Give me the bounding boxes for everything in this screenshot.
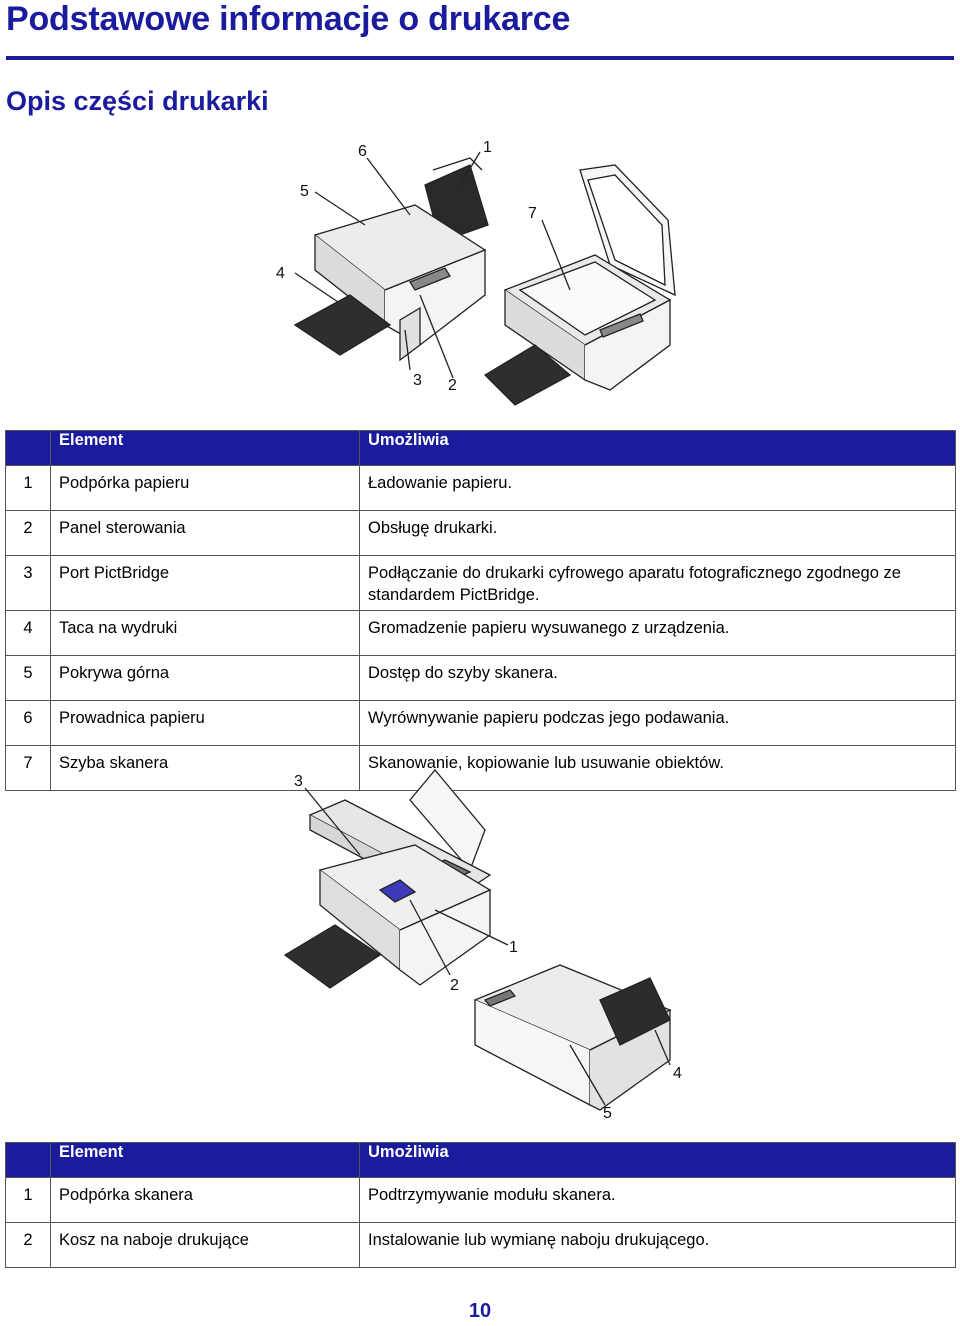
header-num xyxy=(5,430,51,466)
callout-4: 4 xyxy=(673,1065,682,1082)
printer-parts-illustration: 6 1 5 7 4 3 2 xyxy=(276,139,676,406)
callout-2: 2 xyxy=(448,377,457,394)
row-element: Szyba skanera xyxy=(50,745,360,791)
row-num: 1 xyxy=(5,465,51,511)
row-num: 1 xyxy=(5,1177,51,1223)
row-element: Prowadnica papieru xyxy=(50,700,360,746)
callout-5: 5 xyxy=(300,183,309,200)
table-row: 5 Pokrywa górna Dostęp do szyby skanera. xyxy=(5,655,956,701)
callout-4: 4 xyxy=(276,265,285,282)
table-row: 4 Taca na wydruki Gromadzenie papieru wy… xyxy=(5,610,956,656)
callout-3: 3 xyxy=(413,372,422,389)
row-element: Podpórka papieru xyxy=(50,465,360,511)
row-desc: Instalowanie lub wymianę naboju drukując… xyxy=(359,1222,956,1268)
callout-3: 3 xyxy=(294,773,303,790)
callout-1: 1 xyxy=(483,139,492,156)
section-title: Opis części drukarki xyxy=(6,86,269,116)
header-element: Element xyxy=(50,430,360,466)
row-element: Podpórka skanera xyxy=(50,1177,360,1223)
row-element: Panel sterowania xyxy=(50,510,360,556)
row-element: Port PictBridge xyxy=(50,555,360,611)
table-row: 2 Panel sterowania Obsługę drukarki. xyxy=(5,510,956,556)
row-num: 3 xyxy=(5,555,51,611)
row-num: 5 xyxy=(5,655,51,701)
row-element: Taca na wydruki xyxy=(50,610,360,656)
parts-table: Element Umożliwia 1 Podpórka papieru Ład… xyxy=(5,430,956,791)
table-row: 7 Szyba skanera Skanowanie, kopiowanie l… xyxy=(5,745,956,791)
row-num: 2 xyxy=(5,510,51,556)
table-row: 1 Podpórka skanera Podtrzymywanie modułu… xyxy=(5,1177,956,1223)
row-desc: Podtrzymywanie modułu skanera. xyxy=(359,1177,956,1223)
row-desc: Wyrównywanie papieru podczas jego podawa… xyxy=(359,700,956,746)
row-desc: Podłączanie do drukarki cyfrowego aparat… xyxy=(359,555,956,611)
title-rule xyxy=(6,56,954,60)
printer-interior-illustration: 3 1 2 4 5 xyxy=(283,768,682,1122)
row-num: 2 xyxy=(5,1222,51,1268)
header-num xyxy=(5,1142,51,1178)
page-title: Podstawowe informacje o drukarce xyxy=(6,0,571,38)
header-function: Umożliwia xyxy=(359,1142,956,1178)
row-desc: Skanowanie, kopiowanie lub usuwanie obie… xyxy=(359,745,956,791)
row-element: Kosz na naboje drukujące xyxy=(50,1222,360,1268)
header-element: Element xyxy=(50,1142,360,1178)
page-number: 10 xyxy=(468,1300,492,1322)
callout-1: 1 xyxy=(509,939,518,956)
table-row: 6 Prowadnica papieru Wyrównywanie papier… xyxy=(5,700,956,746)
row-num: 4 xyxy=(5,610,51,656)
row-num: 6 xyxy=(5,700,51,746)
callout-6: 6 xyxy=(358,143,367,160)
table-row: 1 Podpórka papieru Ładowanie papieru. xyxy=(5,465,956,511)
table-row: 3 Port PictBridge Podłączanie do drukark… xyxy=(5,555,956,611)
table-header-row: Element Umożliwia xyxy=(5,1142,956,1178)
row-desc: Dostęp do szyby skanera. xyxy=(359,655,956,701)
interior-parts-table: Element Umożliwia 1 Podpórka skanera Pod… xyxy=(5,1142,956,1268)
row-element: Pokrywa górna xyxy=(50,655,360,701)
callout-7: 7 xyxy=(528,205,537,222)
row-desc: Gromadzenie papieru wysuwanego z urządze… xyxy=(359,610,956,656)
callout-2: 2 xyxy=(450,977,459,994)
table-row: 2 Kosz na naboje drukujące Instalowanie … xyxy=(5,1222,956,1268)
table-header-row: Element Umożliwia xyxy=(5,430,956,466)
row-desc: Obsługę drukarki. xyxy=(359,510,956,556)
row-desc: Ładowanie papieru. xyxy=(359,465,956,511)
callout-5: 5 xyxy=(603,1105,612,1122)
header-function: Umożliwia xyxy=(359,430,956,466)
row-num: 7 xyxy=(5,745,51,791)
